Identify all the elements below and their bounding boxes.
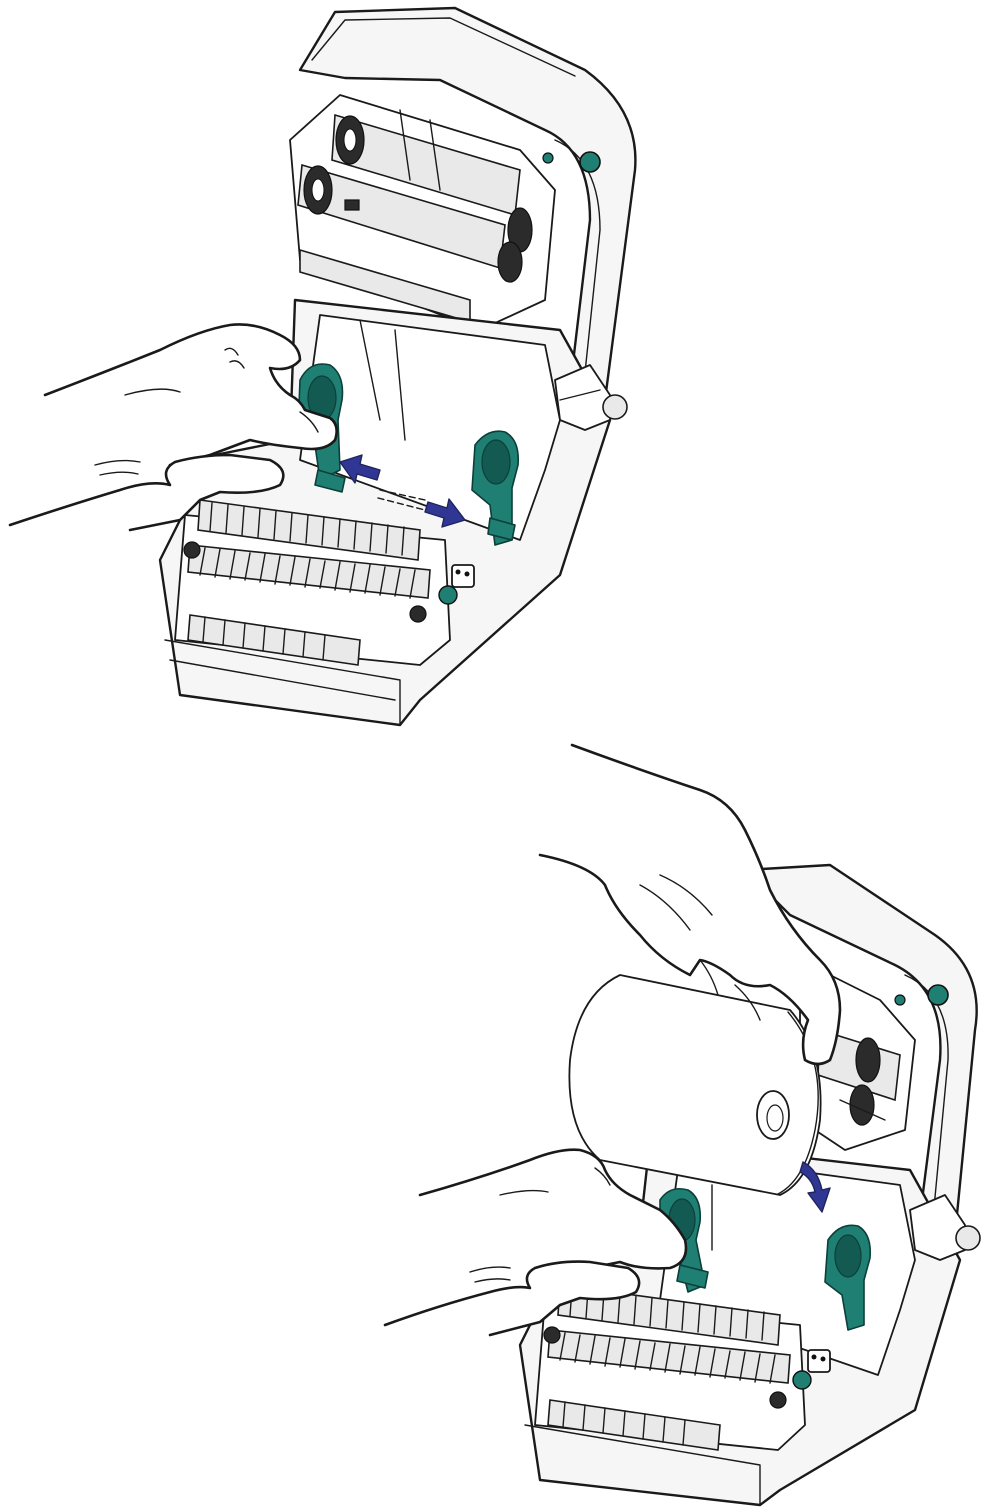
panel-open-media-holders	[8, 6, 637, 727]
left-hand-middle	[418, 1148, 688, 1284]
ribbon-carriage	[289, 94, 556, 331]
right-media-holder	[824, 1224, 872, 1331]
cover-release-button-icon	[927, 984, 949, 1006]
left-hand-lower	[8, 453, 285, 532]
right-hand-top	[538, 743, 842, 1066]
curved-down-arrow-icon	[799, 1161, 831, 1213]
panel-insert-media-roll	[383, 743, 981, 1507]
right-media-holder	[471, 430, 520, 546]
platen-roller	[187, 499, 431, 599]
cover-release-button-icon	[579, 151, 601, 173]
left-hand-bottom	[383, 1260, 641, 1337]
platen-roller	[547, 1284, 791, 1384]
left-hand-upper	[43, 323, 338, 467]
double-headed-arrow-icon	[339, 454, 466, 528]
